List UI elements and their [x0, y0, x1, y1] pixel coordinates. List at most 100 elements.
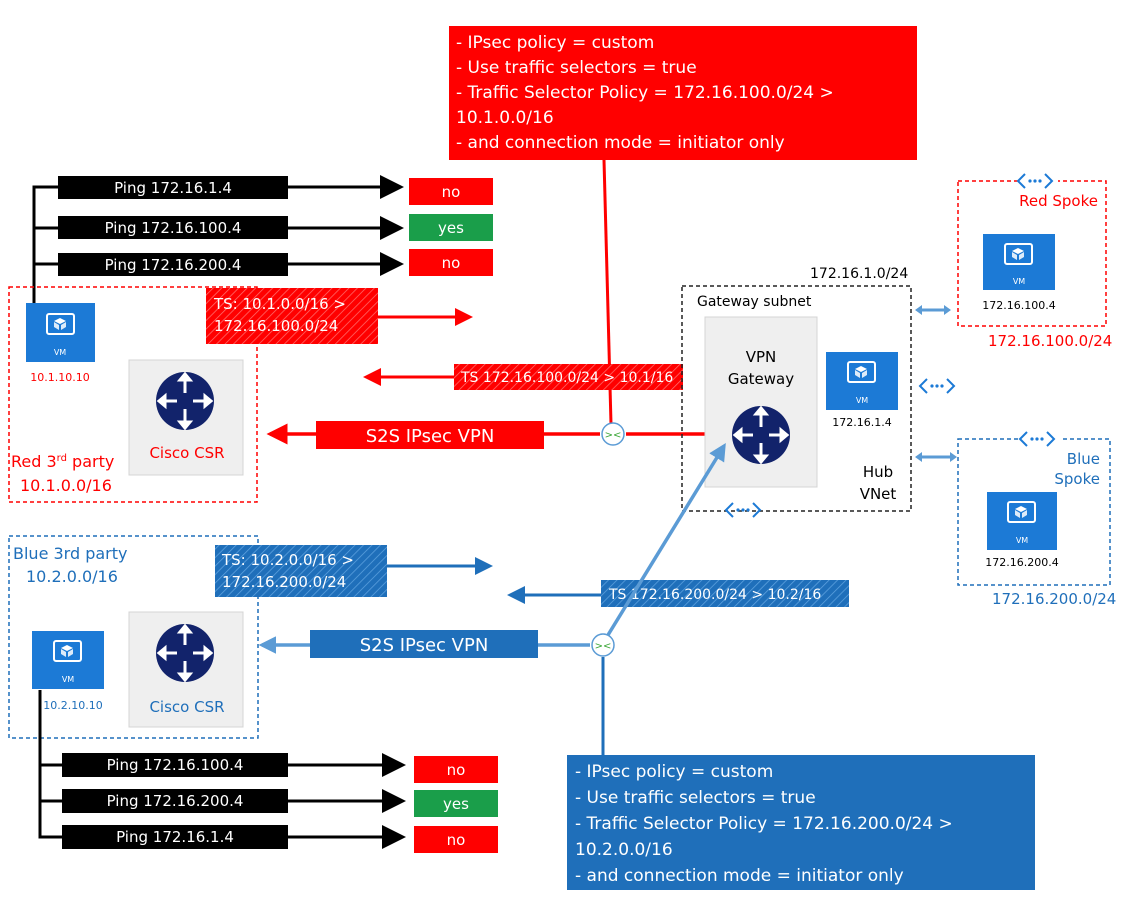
- spoke-cidr: 172.16.200.0/24: [992, 590, 1116, 608]
- blue-policy-line: - and connection mode = initiator only: [575, 866, 904, 886]
- red-ts-local-box: [206, 288, 378, 344]
- vm-label: VM: [1016, 536, 1028, 545]
- ping-result: no: [442, 183, 461, 201]
- ping-result: yes: [438, 219, 464, 237]
- red-ping-bracket: [32, 185, 58, 312]
- vm-icon: VM: [826, 352, 898, 410]
- ping-label-box: [62, 789, 288, 813]
- ping-label-box: [58, 253, 288, 276]
- gateway-label: Gateway: [728, 370, 794, 388]
- subnet-label: Gateway subnet: [697, 294, 812, 310]
- blue-policy-line: 10.2.0.0/16: [575, 840, 673, 860]
- vnet-peering-icon: [918, 378, 956, 394]
- vm-ip: 172.16.1.4: [832, 416, 891, 429]
- red-ts-remote-box: [454, 364, 683, 390]
- spoke-cidr: 172.16.100.0/24: [988, 332, 1112, 350]
- router-label: Cisco CSR: [149, 698, 224, 716]
- peering-link: [915, 305, 951, 315]
- red-ping-group: Ping 172.16.1.4 Ping 172.16.100.4 Ping 1…: [32, 175, 493, 312]
- ts-remote: TS 172.16.100.0/24 > 10.1/16: [460, 370, 673, 386]
- ping-label: Ping 172.16.100.4: [105, 219, 242, 237]
- ping-label: Ping 172.16.100.4: [107, 756, 244, 774]
- ping-label: Ping 172.16.1.4: [114, 179, 232, 197]
- red-policy-box: - IPsec policy = custom - Use traffic se…: [449, 26, 917, 160]
- hub-name: Hub: [863, 463, 893, 481]
- spoke-name: Blue: [1067, 450, 1100, 468]
- blue-ping-group: Ping 172.16.100.4 Ping 172.16.200.4 Ping…: [38, 690, 498, 853]
- ping-result-badge: [409, 214, 493, 241]
- site-name: Red 3rd party: [11, 452, 114, 471]
- vm-ip: 10.2.10.10: [43, 699, 102, 712]
- site-cidr: 10.2.0.0/16: [26, 567, 118, 586]
- red-policy-line: - IPsec policy = custom: [456, 33, 654, 53]
- ping-label: Ping 172.16.200.4: [107, 792, 244, 810]
- ping-result: no: [447, 831, 466, 849]
- hub-cidr: 172.16.1.0/24: [810, 266, 908, 282]
- router-label: Cisco CSR: [149, 444, 224, 462]
- ts-local-line: 172.16.200.0/24: [222, 573, 346, 591]
- ping-result-badge: [414, 826, 498, 853]
- vm-ip: 10.1.10.10: [30, 371, 89, 384]
- ping-label: Ping 172.16.200.4: [105, 256, 242, 274]
- svg-text:><: ><: [595, 641, 612, 652]
- red-policy-line: - Use traffic selectors = true: [456, 58, 697, 78]
- red-policy-line: 10.1.0.0/16: [456, 108, 554, 128]
- blue-spoke: Blue Spoke VM 172.16.200.4: [957, 430, 1111, 586]
- vm-icon: VM: [987, 492, 1057, 550]
- ping-result: no: [447, 761, 466, 779]
- ping-result-badge: [414, 790, 498, 817]
- ping-label-box: [62, 825, 288, 849]
- vpn-label: S2S IPsec VPN: [366, 426, 495, 447]
- hub-vnet: Gateway subnet VPN Gateway VM 172.16.1.4…: [681, 285, 912, 512]
- ping-label-box: [58, 176, 288, 199]
- spoke-name: Red Spoke: [1019, 192, 1098, 210]
- vm-ip: 172.16.200.4: [985, 556, 1058, 569]
- router-icon: [156, 623, 214, 683]
- peering-link: [915, 452, 957, 462]
- vm-label: VM: [1013, 277, 1025, 286]
- connection-icon: ><: [591, 633, 615, 657]
- router-icon: [156, 371, 214, 431]
- ts-local-line: TS: 10.1.0.0/16 >: [213, 295, 346, 313]
- blue-spoke-boundary: [957, 438, 1111, 586]
- blue-site-boundary: [8, 535, 259, 739]
- vm-label: VM: [856, 396, 868, 405]
- ping-result: no: [442, 254, 461, 272]
- blue-policy-line: - IPsec policy = custom: [575, 762, 773, 782]
- ping-result-badge: [409, 178, 493, 205]
- vpn-label: S2S IPsec VPN: [360, 635, 489, 656]
- gateway-label: VPN: [746, 348, 777, 366]
- blue-policy-box: - IPsec policy = custom - Use traffic se…: [567, 755, 1035, 890]
- red-site: VM 10.1.10.10 Cisco CSR Red 3rd party 10…: [8, 286, 258, 503]
- router-icon: [732, 405, 790, 465]
- ping-result-badge: [409, 249, 493, 276]
- vm-icon: VM: [32, 631, 104, 689]
- ping-result: yes: [443, 795, 469, 813]
- blue-ts-remote-box: [601, 580, 849, 607]
- ping-result-badge: [414, 756, 498, 783]
- red-policy-line: - Traffic Selector Policy = 172.16.100.0…: [456, 83, 834, 103]
- hub-name: VNet: [860, 485, 897, 503]
- spoke-name: Spoke: [1054, 470, 1100, 488]
- ts-remote: TS 172.16.200.0/24 > 10.2/16: [608, 587, 821, 603]
- red-policy-line: - and connection mode = initiator only: [456, 133, 785, 153]
- ping-label-box: [58, 216, 288, 239]
- blue-ts-local-box: [215, 545, 387, 597]
- hub-boundary: [681, 285, 912, 512]
- blue-policy-line: - Traffic Selector Policy = 172.16.200.0…: [575, 814, 953, 834]
- vm-label: VM: [62, 675, 74, 684]
- vm-icon: VM: [26, 303, 95, 362]
- vm-label: VM: [54, 348, 66, 357]
- connection-icon: ><: [601, 422, 625, 446]
- vpn-arrow: [606, 443, 726, 636]
- ts-local-line: TS: 10.2.0.0/16 >: [221, 551, 354, 569]
- vm-ip: 172.16.100.4: [982, 299, 1055, 312]
- vpn-label-box: [316, 421, 544, 449]
- red-spoke: Red Spoke VM 172.16.100.4: [957, 171, 1107, 327]
- svg-text:><: ><: [605, 430, 622, 441]
- vnet-peering-icon: [724, 502, 762, 518]
- blue-site: Blue 3rd party 10.2.0.0/16 VM 10.2.10.10…: [8, 535, 259, 739]
- vpn-label-box: [310, 630, 538, 658]
- vnet-peering-icon: [1018, 430, 1060, 448]
